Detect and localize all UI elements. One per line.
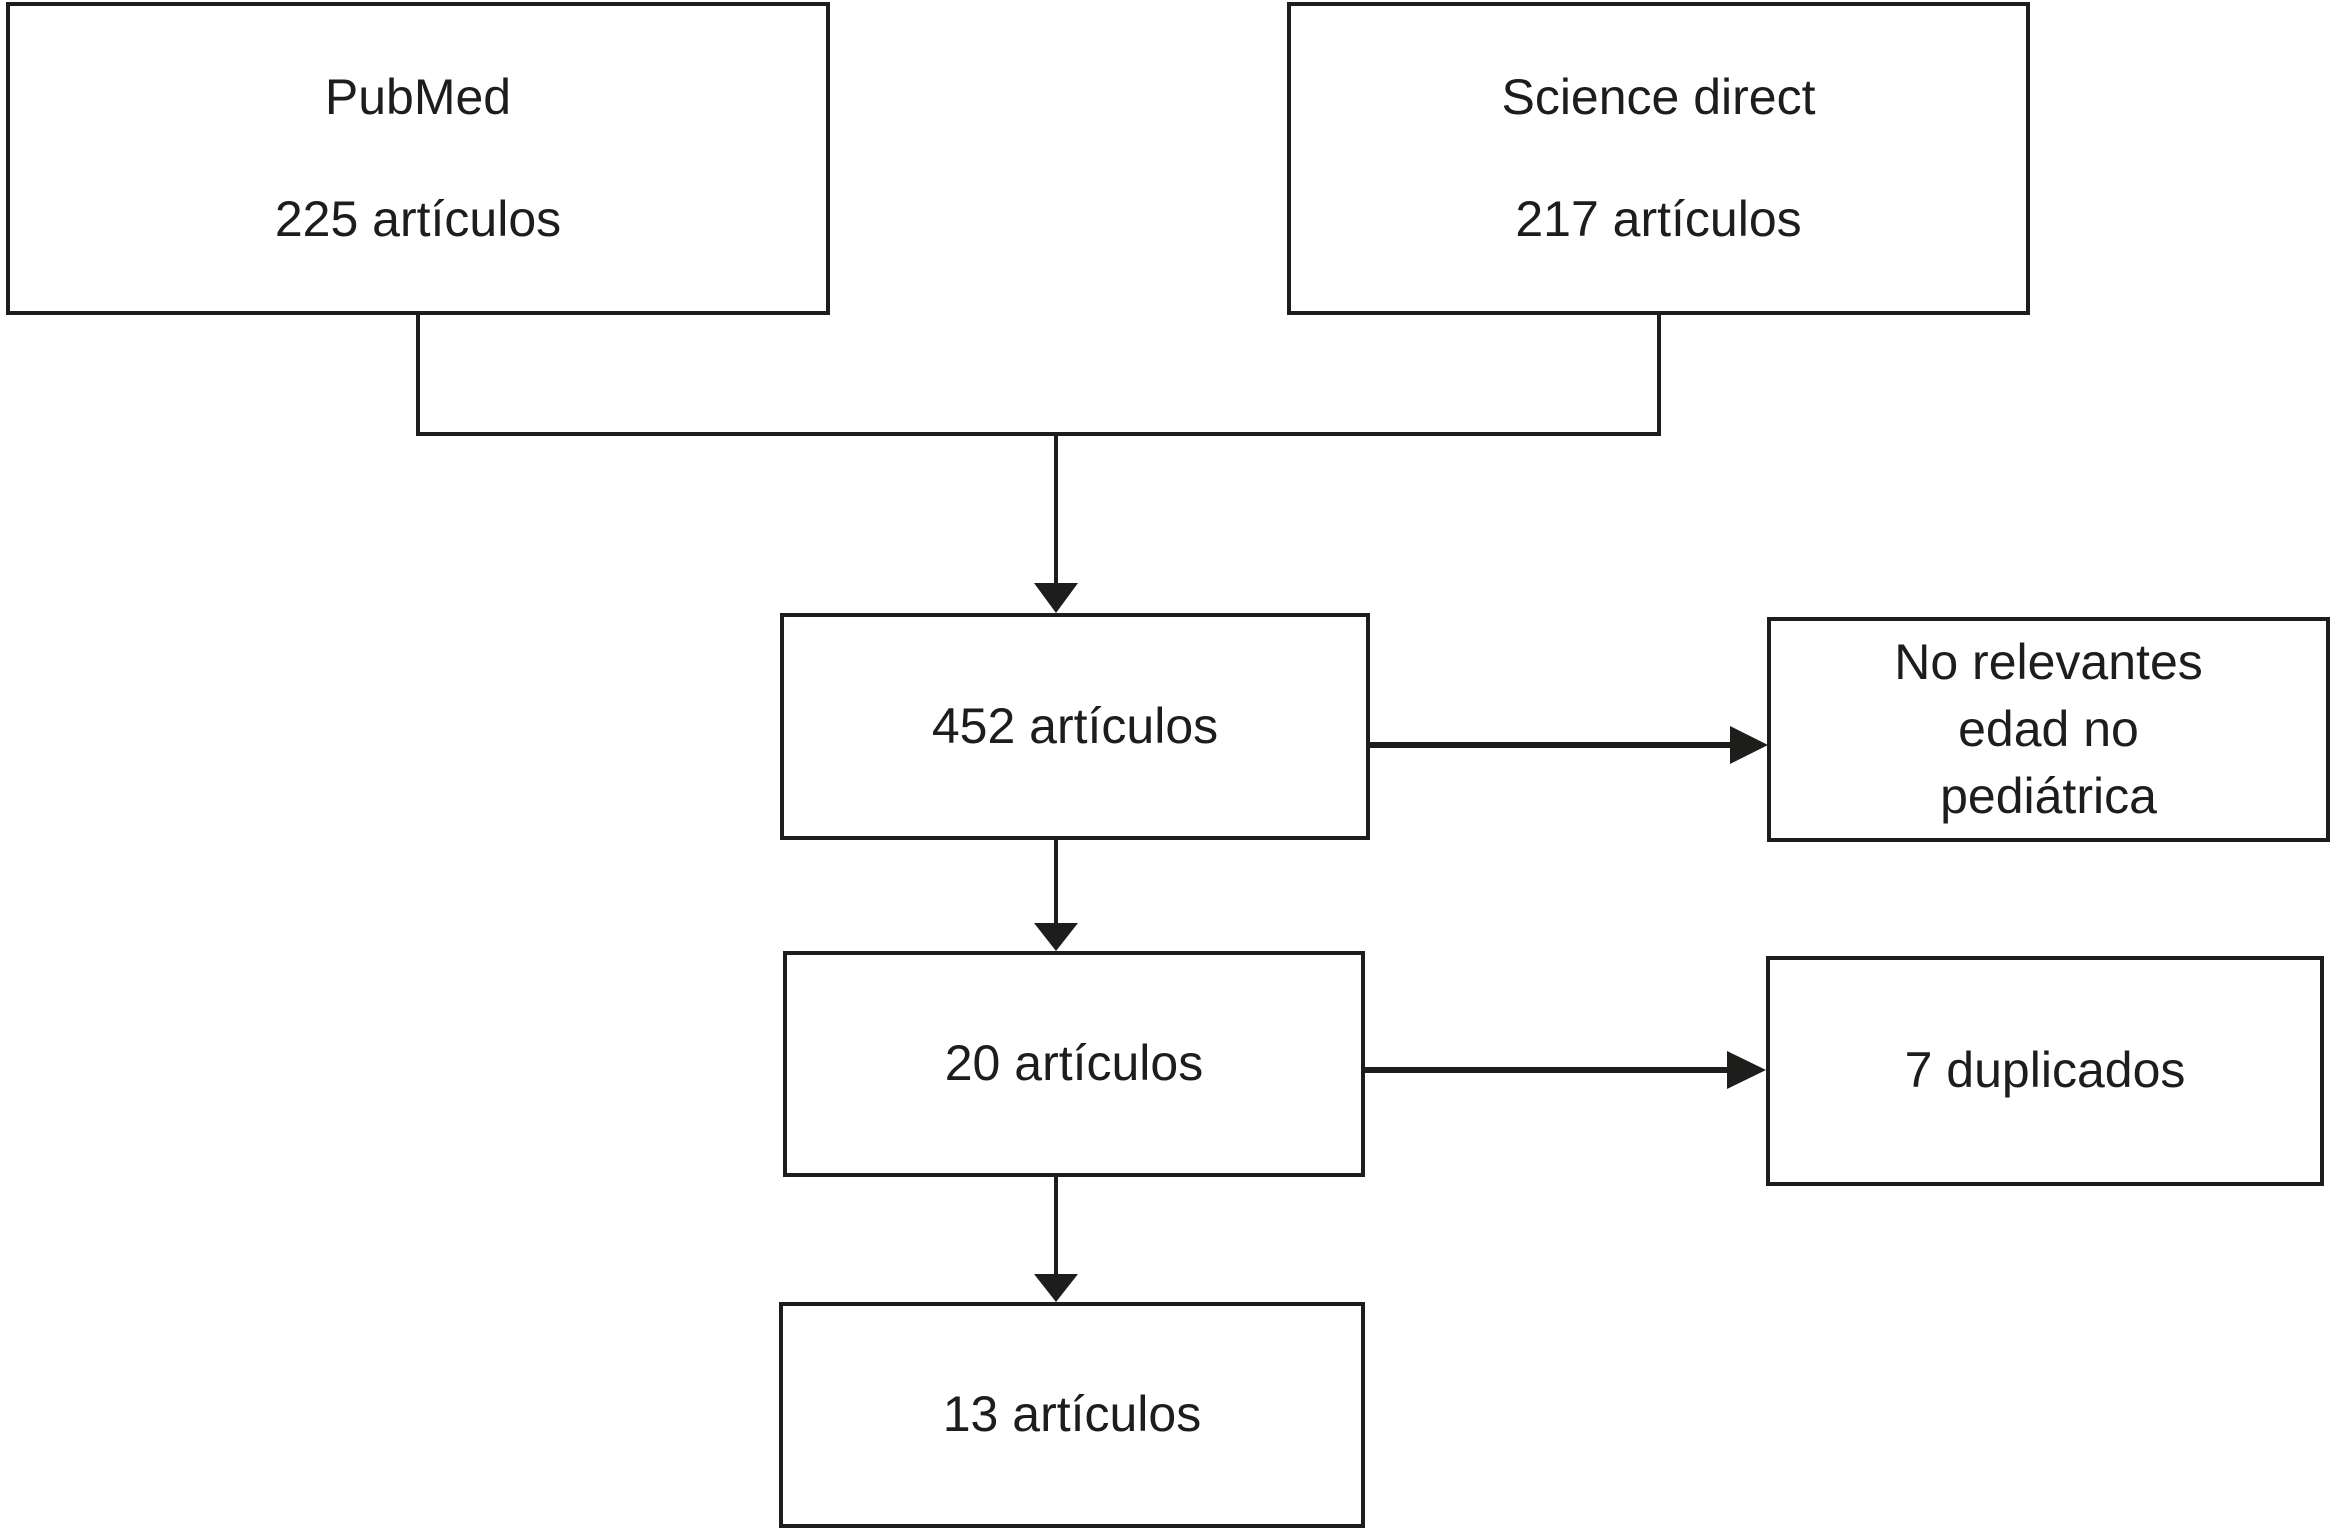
excluded-reason-line-2: edad no	[1958, 701, 2139, 757]
pubmed-source-label: PubMed	[324, 68, 512, 125]
merged-count-label: 452 artículos	[931, 697, 1219, 754]
screened-count-label: 20 artículos	[944, 1035, 1204, 1092]
science-direct-count-label: 217 artículos	[1515, 191, 1802, 247]
pubmed-count-label: 225 artículos	[274, 191, 562, 247]
merged-down-arrowhead	[1034, 583, 1078, 613]
merged-articles-box: 452 artículos	[780, 613, 1370, 840]
screened-articles-box: 20 artículos	[783, 951, 1365, 1177]
excluded-reason-line-3: pediátrica	[1940, 768, 2157, 824]
duplicates-arrowhead	[1727, 1051, 1766, 1089]
included-articles-box: 13 artículos	[779, 1302, 1365, 1528]
science-direct-source-label: Science direct	[1501, 68, 1816, 125]
source-box-science-direct: Science direct 217 artículos	[1287, 2, 2030, 315]
included-down-arrowhead	[1034, 1274, 1078, 1302]
excluded-not-relevant-box: No relevantes edad no pediátrica	[1767, 617, 2330, 842]
merge-connector-line	[416, 315, 1661, 436]
excluded-reason-line-1: No relevantes	[1894, 634, 2203, 690]
screened-down-arrowhead	[1034, 923, 1078, 951]
duplicates-count-label: 7 duplicados	[1904, 1042, 2186, 1099]
excluded-arrowhead	[1730, 726, 1768, 764]
source-box-pubmed: PubMed 225 artículos	[6, 2, 830, 315]
included-count-label: 13 artículos	[942, 1386, 1202, 1443]
duplicates-box: 7 duplicados	[1766, 956, 2324, 1186]
